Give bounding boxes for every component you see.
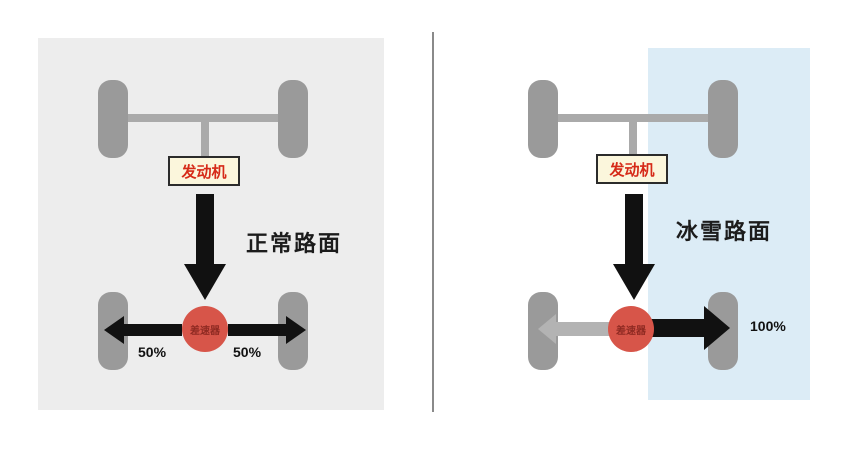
right-drive-arrow bbox=[613, 194, 655, 300]
front-right-wheel bbox=[278, 80, 308, 158]
road-condition-label: 正常路面 bbox=[246, 232, 343, 257]
engine-mount-shaft bbox=[629, 120, 637, 156]
front-left-wheel bbox=[528, 80, 558, 158]
differential: 差速器 bbox=[608, 306, 654, 352]
front-right-wheel bbox=[708, 80, 738, 158]
front-left-wheel bbox=[98, 80, 128, 158]
engine-box: 发动机 bbox=[596, 154, 668, 184]
right-faded-left-arrow bbox=[538, 314, 614, 344]
engine-box: 发动机 bbox=[168, 156, 240, 186]
right-full-torque-arrow bbox=[642, 306, 730, 350]
differential: 差速器 bbox=[182, 306, 228, 352]
left-split-arrow bbox=[104, 316, 306, 344]
engine-mount-shaft bbox=[201, 120, 209, 156]
front-axle bbox=[558, 114, 708, 122]
road-condition-label: 冰雪路面 bbox=[676, 220, 773, 245]
front-axle bbox=[128, 114, 278, 122]
left-drive-arrow bbox=[184, 194, 226, 300]
right-wheel-torque-percent: 100% bbox=[750, 318, 786, 334]
right-wheel-torque-percent: 50% bbox=[233, 344, 262, 360]
panel-divider bbox=[432, 32, 434, 412]
left-wheel-torque-percent: 50% bbox=[138, 344, 167, 360]
